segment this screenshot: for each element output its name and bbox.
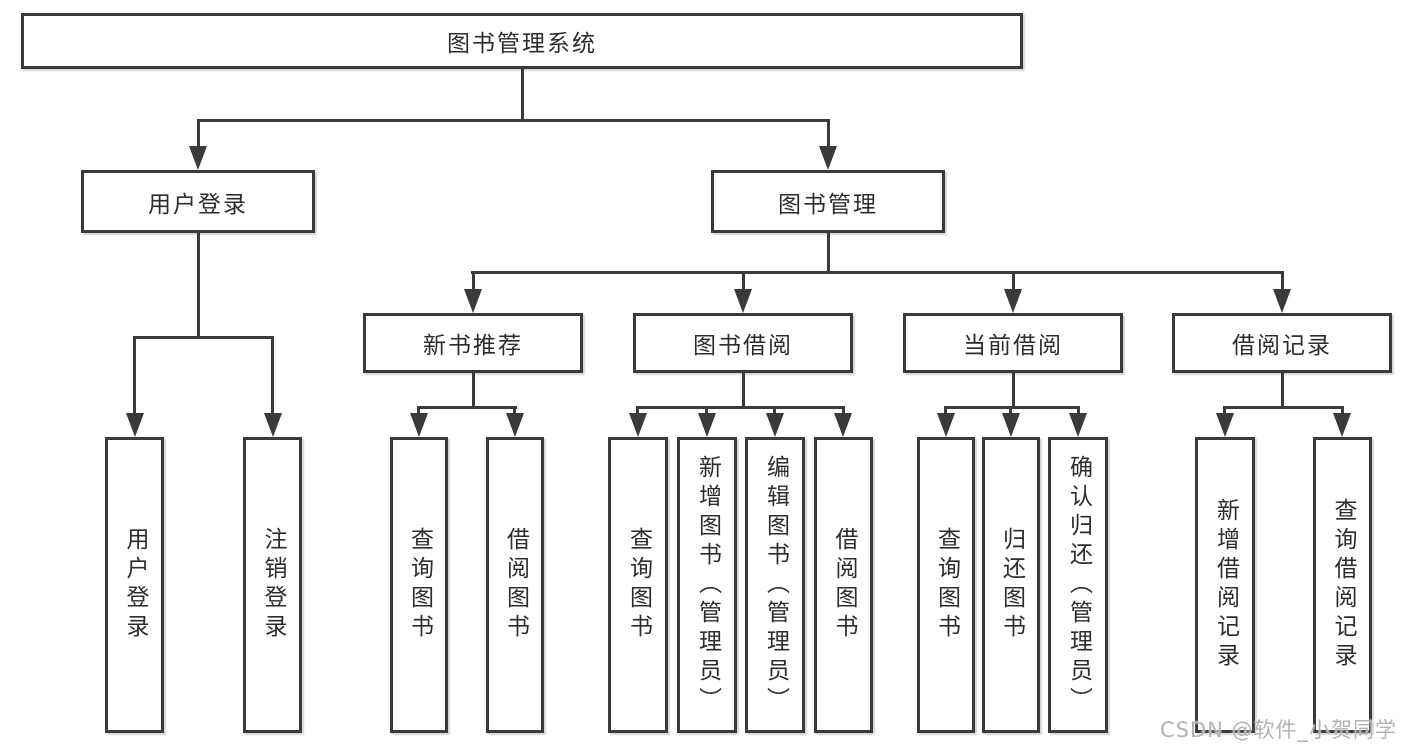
arrow-to-new-book-icon	[464, 289, 482, 313]
node-current-borrowing-label: 当前借阅	[963, 333, 1063, 359]
leaf-br-query-record-label: 查询借阅记录	[1330, 498, 1356, 672]
node-library-system-label: 图书管理系统	[447, 31, 597, 57]
edge-current-borrow-stem	[1012, 373, 1015, 409]
leaf-logout: 注销登录	[243, 437, 302, 733]
arrow-to-borrow-records-icon	[1273, 289, 1291, 313]
edge-root-drop-left	[197, 119, 200, 150]
node-library-system: 图书管理系统	[21, 13, 1023, 69]
edge-root-drop-right	[827, 119, 830, 150]
leaf-cb-confirm-return-label: 确认归还（管理员）	[1065, 454, 1092, 716]
arrow-to-br-query-icon	[1333, 413, 1351, 437]
node-new-book-recommend-label: 新书推荐	[423, 333, 523, 359]
arrow-to-user-login-icon	[189, 146, 207, 170]
edge-user-login-drop-2	[271, 336, 274, 425]
node-borrowing-records: 借阅记录	[1172, 313, 1392, 373]
leaf-br-query-record: 查询借阅记录	[1313, 437, 1372, 733]
leaf-nb-query-books-label: 查询图书	[406, 527, 433, 643]
arrow-to-cb-confirm-icon	[1069, 413, 1087, 437]
leaf-br-add-record: 新增借阅记录	[1195, 437, 1255, 733]
arrow-to-bb-add-icon	[698, 413, 716, 437]
node-user-login: 用户登录	[81, 170, 315, 233]
edge-records-branch	[1223, 406, 1344, 409]
leaf-bb-borrow-books: 借阅图书	[814, 437, 873, 733]
leaf-bb-borrow-books-label: 借阅图书	[831, 527, 857, 643]
node-book-borrowing-label: 图书借阅	[693, 333, 793, 359]
leaf-cb-confirm-return: 确认归还（管理员）	[1048, 437, 1108, 733]
leaf-cb-return-books-label: 归还图书	[998, 527, 1025, 643]
edge-current-borrow-branch	[944, 406, 1080, 409]
arrow-to-current-borrow-icon	[1004, 289, 1022, 313]
arrow-to-bb-query-icon	[629, 413, 647, 437]
edge-root-branch	[197, 119, 830, 122]
arrow-to-nb-query-icon	[410, 413, 428, 437]
leaf-nb-borrow-books: 借阅图书	[486, 437, 544, 733]
edge-book-mgmt-stem	[827, 233, 830, 274]
node-book-management-label: 图书管理	[778, 191, 878, 218]
arrow-to-nb-borrow-icon	[506, 413, 524, 437]
edge-book-mgmt-branch	[471, 271, 1283, 274]
edge-new-book-stem	[472, 373, 475, 409]
leaf-user-login: 用户登录	[105, 437, 164, 733]
arrow-to-leaf-user-login-icon	[126, 413, 144, 437]
leaf-bb-add-books-label: 新增图书（管理员）	[694, 454, 721, 716]
leaf-logout-label: 注销登录	[260, 527, 286, 643]
leaf-bb-query-books: 查询图书	[608, 437, 668, 733]
edge-book-borrow-stem	[742, 373, 745, 409]
arrow-to-book-borrow-icon	[734, 289, 752, 313]
edge-new-book-branch	[417, 406, 517, 409]
node-book-management: 图书管理	[711, 170, 945, 233]
leaf-nb-query-books: 查询图书	[390, 437, 448, 733]
edge-book-mgmt-drop-3	[1012, 271, 1015, 295]
leaf-user-login-label: 用户登录	[122, 527, 148, 643]
arrow-to-leaf-logout-icon	[264, 413, 282, 437]
leaf-br-add-record-label: 新增借阅记录	[1212, 498, 1239, 672]
edge-user-login-branch	[133, 336, 274, 339]
leaf-nb-borrow-books-label: 借阅图书	[502, 527, 529, 643]
edge-root-stem	[521, 69, 524, 120]
arrow-to-cb-return-icon	[1002, 413, 1020, 437]
leaf-bb-add-books: 新增图书（管理员）	[677, 437, 737, 733]
leaf-bb-edit-books: 编辑图书（管理员）	[745, 437, 805, 733]
csdn-watermark: CSDN @软件_小贺同学	[1159, 718, 1397, 742]
arrow-to-br-add-icon	[1216, 413, 1234, 437]
node-new-book-recommend: 新书推荐	[363, 313, 583, 373]
arrow-to-book-mgmt-icon	[819, 146, 837, 170]
arrow-to-bb-edit-icon	[766, 413, 784, 437]
edge-user-login-stem	[197, 233, 200, 338]
node-borrowing-records-label: 借阅记录	[1232, 333, 1332, 359]
edge-book-mgmt-drop-1	[472, 271, 475, 295]
arrow-to-cb-query-icon	[937, 413, 955, 437]
edge-book-borrow-branch	[636, 406, 845, 409]
node-current-borrowing: 当前借阅	[903, 313, 1123, 373]
leaf-bb-edit-books-label: 编辑图书（管理员）	[762, 454, 789, 716]
arrow-to-bb-borrow-icon	[834, 413, 852, 437]
node-book-borrowing: 图书借阅	[633, 313, 853, 373]
leaf-cb-query-books-label: 查询图书	[933, 527, 960, 643]
leaf-bb-query-books-label: 查询图书	[625, 527, 652, 643]
edge-user-login-drop-1	[133, 336, 136, 425]
edge-book-mgmt-drop-4	[1281, 271, 1284, 295]
node-user-login-label: 用户登录	[148, 191, 248, 218]
edge-book-mgmt-drop-2	[742, 271, 745, 295]
leaf-cb-return-books: 归还图书	[982, 437, 1040, 733]
edge-records-stem	[1281, 373, 1284, 409]
leaf-cb-query-books: 查询图书	[917, 437, 975, 733]
